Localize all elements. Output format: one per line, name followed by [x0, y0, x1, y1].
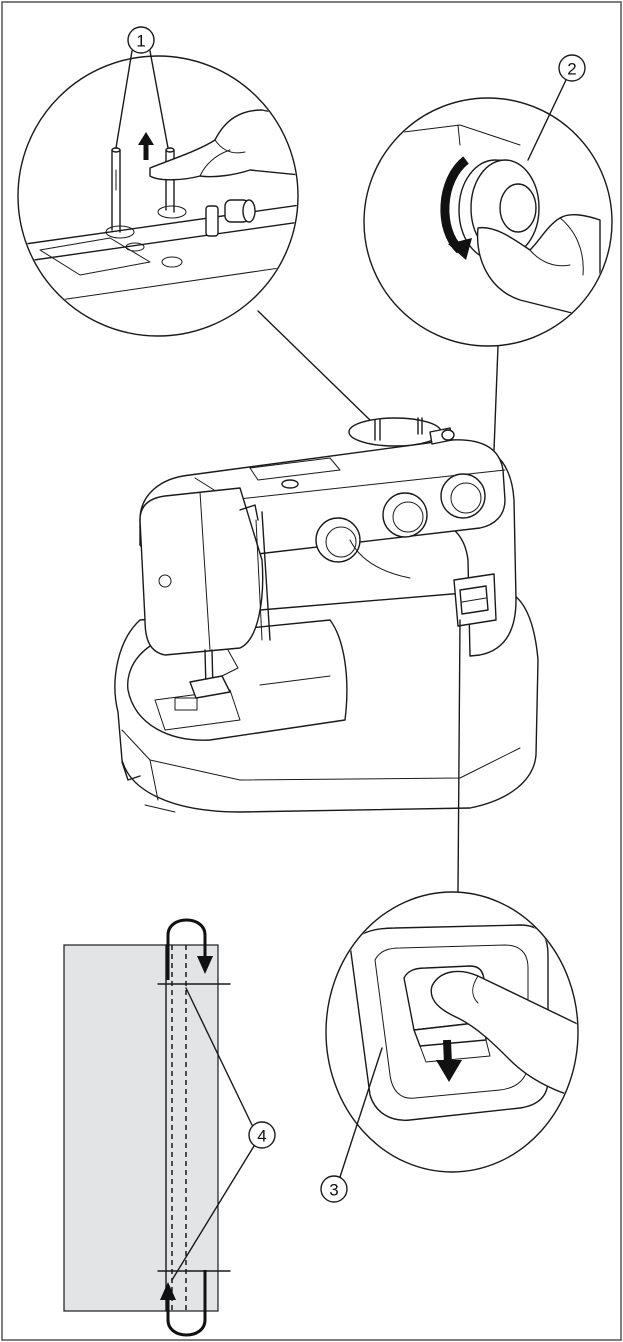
sewing-machine [114, 417, 539, 813]
detail-bobbin-winder: 2 [363, 54, 613, 347]
detail-reverse-lever: 3 [320, 891, 579, 1203]
callout-2-label: 2 [567, 60, 576, 79]
fabric-swatch [63, 944, 219, 1312]
callout-3-label: 3 [329, 1181, 338, 1200]
leader-line-spool [257, 310, 373, 423]
leader-line-winder [493, 345, 499, 451]
callout-1-label: 1 [136, 32, 145, 51]
callout-4-label: 4 [257, 1127, 266, 1146]
detail-spool-pins: 1 [17, 26, 299, 337]
detail-fabric-stitching: 4 [63, 918, 276, 1337]
leader-line-reverse [457, 619, 461, 893]
